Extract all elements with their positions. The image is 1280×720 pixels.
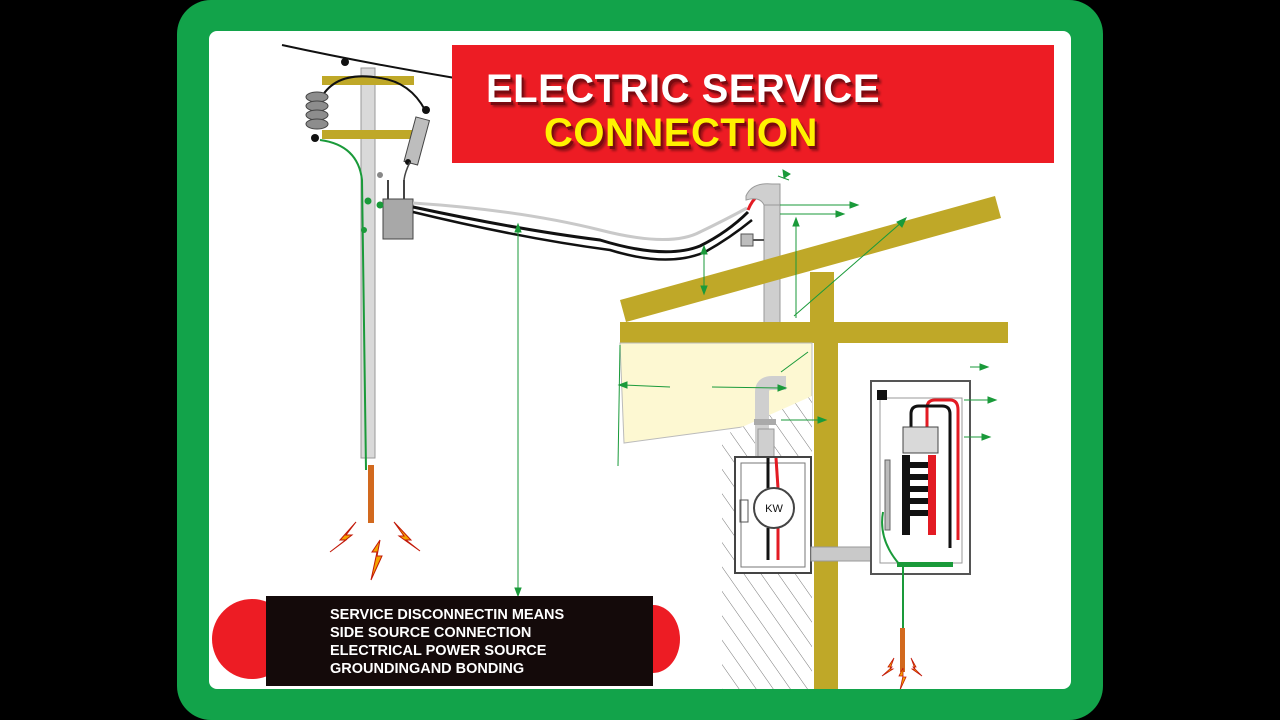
kwh-meter xyxy=(753,487,795,529)
branch-breakers xyxy=(902,455,936,535)
conduit-to-meter xyxy=(755,376,786,458)
legend-item: ELECTRICAL POWER SOURCE xyxy=(330,643,547,659)
title-line-1: ELECTRIC SERVICE xyxy=(486,67,880,111)
leader-lines xyxy=(514,169,998,598)
spark-icon xyxy=(329,521,421,581)
roof-beam xyxy=(620,322,1008,343)
ground-rod-pole xyxy=(368,465,374,523)
meter-label: KW xyxy=(765,503,783,515)
neutral-bar xyxy=(884,459,891,531)
pole-ground-wire xyxy=(319,139,367,471)
drop-wire xyxy=(319,75,426,111)
legend-item: SIDE SOURCE CONNECTION xyxy=(330,625,532,641)
service-drop-gray xyxy=(412,201,748,242)
panel-feeder-black xyxy=(909,404,952,548)
ground-rod-house xyxy=(900,628,905,672)
line-clamp xyxy=(341,58,349,66)
mast-insulator xyxy=(740,233,764,247)
ground-bar xyxy=(897,562,953,567)
roof-rafter xyxy=(620,196,1001,322)
spark-icon-house xyxy=(881,657,923,689)
mast-support xyxy=(810,272,834,322)
title-banner: ELECTRIC SERVICE CONNECTION xyxy=(452,45,1054,163)
primary-line xyxy=(281,44,456,79)
title-line-2: CONNECTION xyxy=(544,111,818,155)
crossarm-lower xyxy=(322,130,414,139)
crossarm-top xyxy=(322,76,414,85)
legend-item: SERVICE DISCONNECTIN MEANS xyxy=(330,607,565,623)
legend-item: GROUNDINGAND BONDING xyxy=(330,661,525,677)
service-drop-black2 xyxy=(412,210,753,261)
legend-box: SERVICE DISCONNECTIN MEANS SIDE SOURCE C… xyxy=(266,596,653,686)
insulator-icon xyxy=(305,91,329,130)
legend-list: SERVICE DISCONNECTIN MEANS SIDE SOURCE C… xyxy=(330,606,564,678)
service-drop-black1 xyxy=(412,205,750,254)
meter-panel-nipple xyxy=(810,546,876,562)
wall-post xyxy=(814,340,838,689)
pole-transformer xyxy=(382,198,414,240)
main-breaker xyxy=(902,426,939,454)
